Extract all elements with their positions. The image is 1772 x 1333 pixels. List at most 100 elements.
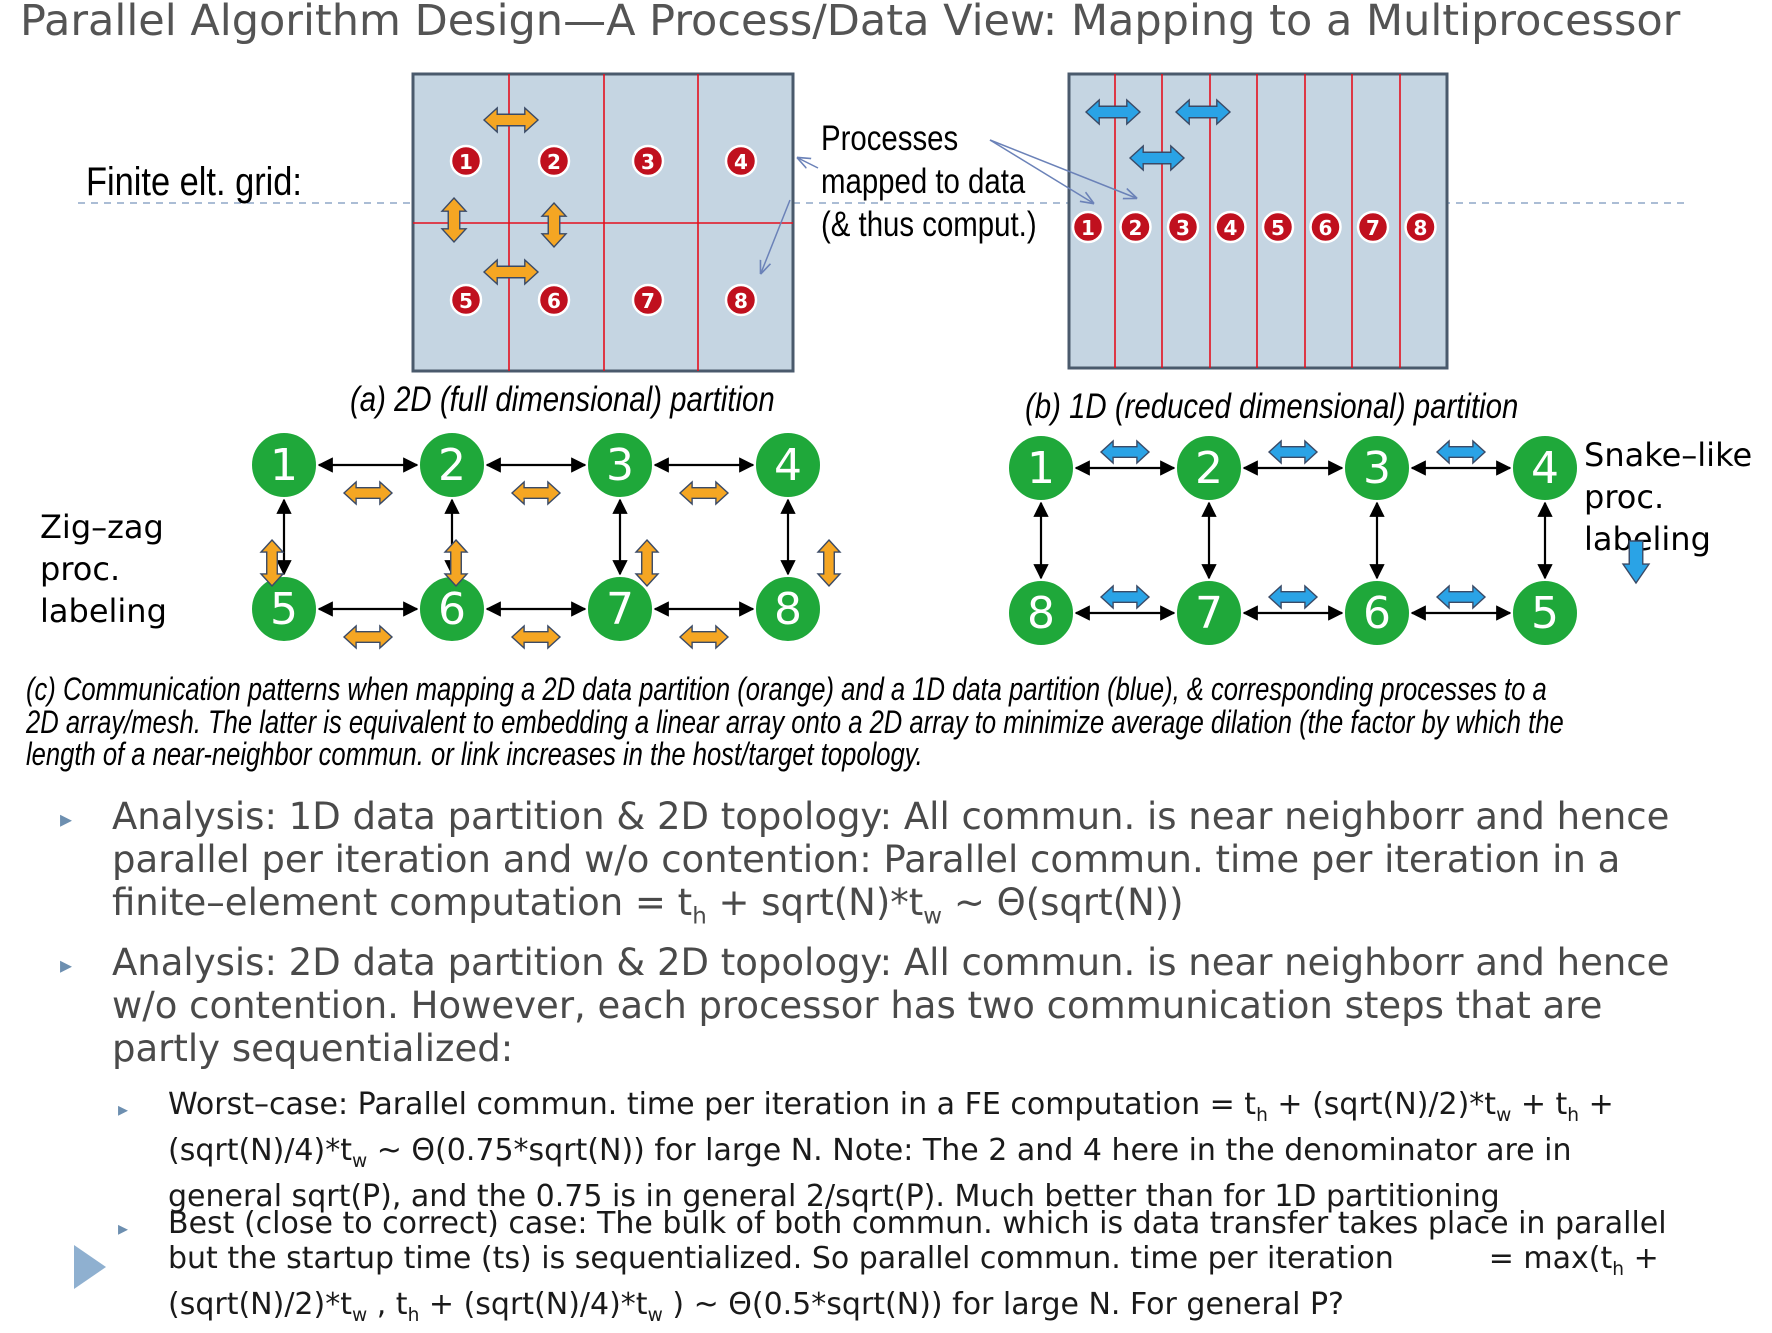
mesh-node-label: 5 (1531, 588, 1559, 639)
process-number: 2 (547, 150, 561, 174)
mesh-node: 5 (1511, 579, 1579, 647)
process-number: 8 (734, 289, 748, 313)
process-marker: 5 (449, 283, 483, 317)
caption-c-line-1: (c) Communication patterns when mapping … (26, 672, 1547, 707)
orange-vertical-arrow-icon (440, 196, 468, 244)
process-marker: 5 (1261, 210, 1295, 244)
process-number: 6 (547, 289, 561, 313)
process-marker: 1 (449, 144, 483, 178)
blue-down-arrow-icon (1621, 540, 1651, 585)
orange-double-arrow-icon (510, 480, 562, 506)
grid-2d-process-markers: 1 2 3 4 5 6 7 8 (449, 144, 758, 317)
orange-double-arrow-icon (342, 480, 394, 506)
callout-line-2: mapped to data (821, 162, 1025, 201)
mesh-node-label: 3 (606, 440, 634, 491)
mesh-node-label: 4 (1531, 443, 1559, 494)
orange-double-arrow-icon (510, 624, 562, 650)
process-number: 7 (641, 289, 655, 313)
snake-line-3: labeling (1584, 520, 1711, 558)
mesh-node: 4 (1511, 434, 1579, 502)
orange-double-arrow-icon (482, 106, 540, 134)
process-marker: 6 (537, 283, 571, 317)
snake-line-2: proc. (1584, 478, 1664, 516)
snake-line-1: Snake–like (1584, 436, 1752, 474)
caption-c-line-3: length of a near-neighbor commun. or lin… (26, 737, 923, 772)
process-marker: 8 (724, 283, 758, 317)
mesh-node: 7 (1175, 579, 1243, 647)
sub-bullet-marker-icon: ▸ (118, 1097, 129, 1121)
mesh-node-label: 7 (1195, 588, 1223, 639)
mesh-node: 5 (250, 575, 318, 643)
bullet-2-text: Analysis: 2D data partition & 2D topolog… (112, 941, 1670, 1070)
mesh-node: 2 (418, 431, 486, 499)
process-marker: 3 (1166, 210, 1200, 244)
mesh-node-label: 8 (1027, 588, 1055, 639)
bullet-marker-icon: ▸ (60, 805, 73, 833)
caption-c: (c) Communication patterns when mapping … (25, 672, 1564, 772)
mesh-node-label: 6 (1363, 588, 1391, 639)
process-number: 4 (734, 150, 748, 174)
mesh-node: 2 (1175, 434, 1243, 502)
process-marker: 4 (724, 144, 758, 178)
process-number: 1 (459, 150, 473, 174)
zigzag-label: Zig–zag proc. labeling (40, 508, 167, 630)
orange-vertical-arrow-icon (816, 538, 842, 588)
mesh-node: 6 (1343, 579, 1411, 647)
process-number: 3 (1176, 216, 1190, 240)
caption-c-line-2: 2D array/mesh. The latter is equivalent … (25, 705, 1564, 740)
process-marker: 2 (537, 144, 571, 178)
slide-corner-triangle-icon (74, 1245, 106, 1289)
process-marker: 7 (1356, 210, 1390, 244)
mesh-node: 3 (1343, 434, 1411, 502)
process-marker: 7 (631, 283, 665, 317)
blue-double-arrow-icon (1099, 439, 1151, 465)
grid-label: Finite elt. grid: (86, 159, 302, 204)
process-number: 5 (459, 289, 473, 313)
blue-double-arrow-icon (1267, 584, 1319, 610)
orange-vertical-arrow-icon (443, 538, 469, 588)
sub-bullet-2-text: Best (close to correct) case: The bulk o… (168, 1206, 1667, 1326)
grid-2d-partition-lines (413, 74, 793, 371)
orange-double-arrow-icon (678, 624, 730, 650)
orange-vertical-arrow-icon (540, 201, 568, 249)
snake-label: Snake–like proc. labeling (1584, 436, 1752, 558)
blue-double-arrow-icon (1267, 439, 1319, 465)
process-marker: 6 (1309, 210, 1342, 244)
process-number: 1 (1081, 216, 1095, 240)
mesh-node-label: 1 (1027, 443, 1055, 494)
process-number: 8 (1414, 216, 1428, 240)
mesh-node: 4 (754, 431, 822, 499)
blue-double-arrow-icon (1099, 584, 1151, 610)
mesh-node-label: 2 (438, 440, 466, 491)
mesh-node-label: 3 (1363, 443, 1391, 494)
mesh-node-label: 4 (774, 440, 802, 491)
blue-double-arrow-icon (1435, 584, 1487, 610)
mesh-node: 3 (586, 431, 654, 499)
zigzag-line-2: proc. (40, 550, 120, 588)
orange-double-arrow-icon (482, 258, 540, 286)
mesh-node: 8 (1007, 579, 1075, 647)
bullet-1-text: Analysis: 1D data partition & 2D topolog… (112, 795, 1670, 930)
callout-text: Processes mapped to data (& thus comput.… (821, 119, 1037, 244)
callout-pointers (761, 139, 1136, 273)
process-number: 6 (1319, 216, 1333, 240)
blue-double-arrow-icon (1174, 98, 1232, 126)
blue-double-arrow-icon (1084, 98, 1142, 126)
grid-communication-arrows (440, 98, 1232, 286)
sub-bullet-marker-icon: ▸ (118, 1216, 129, 1240)
mesh-node: 1 (250, 431, 318, 499)
process-number: 2 (1129, 216, 1143, 240)
process-marker: 3 (631, 144, 665, 178)
orange-double-arrow-icon (678, 480, 730, 506)
orange-double-arrow-icon (342, 624, 394, 650)
mesh-node-label: 2 (1195, 443, 1223, 494)
orange-vertical-arrow-icon (259, 538, 285, 588)
zigzag-line-3: labeling (40, 592, 167, 630)
process-number: 7 (1366, 216, 1380, 240)
mesh-node-label: 5 (270, 584, 298, 635)
mesh-node: 6 (418, 575, 486, 643)
caption-b: (b) 1D (reduced dimensional) partition (1025, 387, 1518, 426)
